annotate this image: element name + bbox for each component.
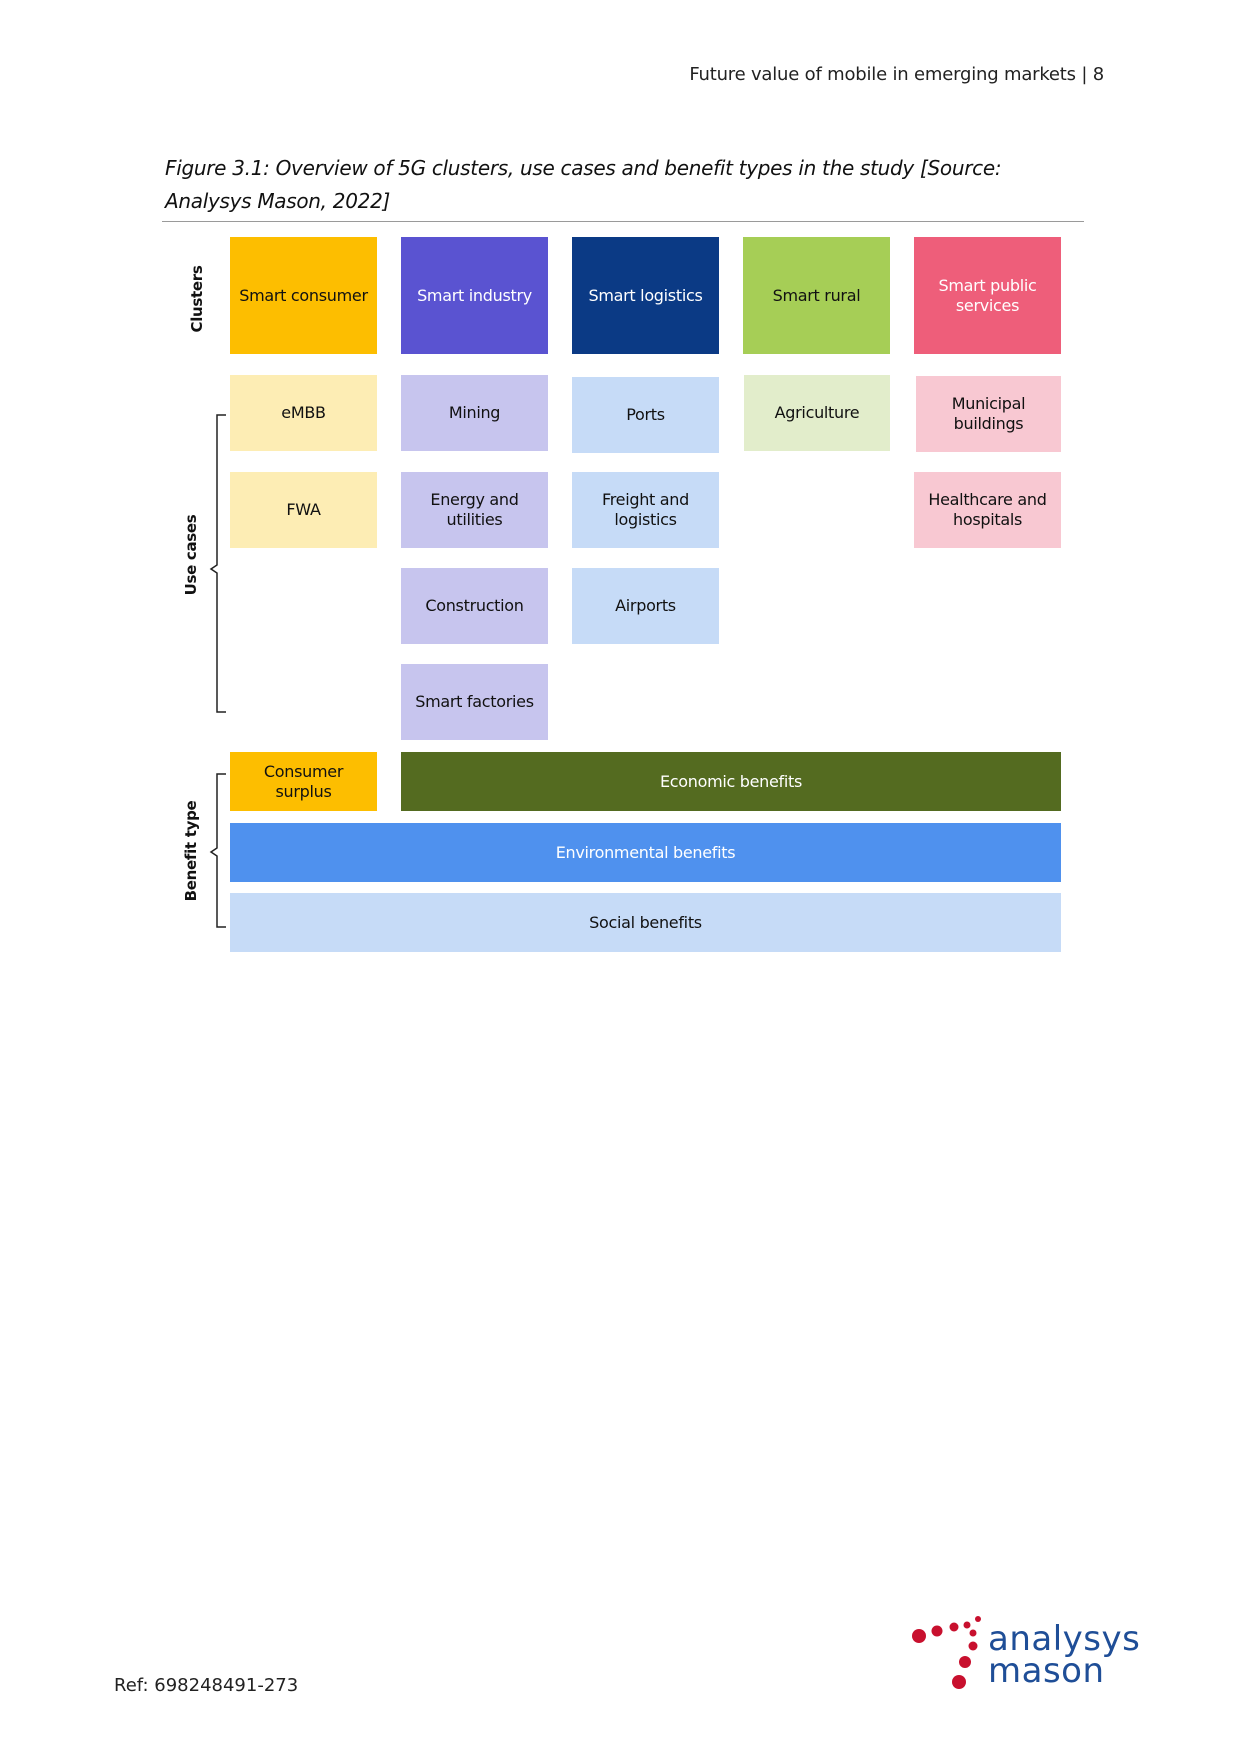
logo-text-mason: mason [988,1651,1105,1691]
row-label-clusters: Clusters [188,265,206,333]
caption-divider [162,221,1084,222]
cluster-smart-public-services: Smart public services [914,237,1061,354]
benefit-economic: Economic benefits [401,752,1061,811]
use-case-embb: eMBB [230,375,377,451]
use-case-smart-factories: Smart factories [401,664,548,740]
use-case-municipal-buildings: Municipal buildings [916,376,1061,452]
use-case-freight-and-logistics: Freight and logistics [572,472,719,548]
cluster-smart-industry: Smart industry [401,237,548,354]
use-case-ports: Ports [572,377,719,453]
benefit-environmental: Environmental benefits [230,823,1061,882]
cluster-smart-consumer: Smart consumer [230,237,377,354]
row-label-use-cases: Use cases [182,514,200,596]
use-cases-bracket [209,414,226,713]
logo-text-analysys: analysys [988,1619,1141,1659]
cluster-smart-logistics: Smart logistics [572,237,719,354]
use-case-healthcare-and-hospitals: Healthcare and hospitals [914,472,1061,548]
use-case-airports: Airports [572,568,719,644]
benefit-consumer-surplus: Consumer surplus [230,752,377,811]
benefit-type-bracket [209,773,226,928]
use-case-construction: Construction [401,568,548,644]
use-case-energy-and-utilities: Energy and utilities [401,472,548,548]
footer-reference: Ref: 698248491-273 [114,1675,299,1696]
use-case-fwa: FWA [230,472,377,548]
use-case-mining: Mining [401,375,548,451]
use-case-agriculture: Agriculture [744,375,890,451]
logo-dots-icon [912,1616,981,1689]
page-header: Future value of mobile in emerging marke… [689,64,1104,85]
benefit-social: Social benefits [230,893,1061,952]
cluster-smart-rural: Smart rural [743,237,890,354]
figure-caption: Figure 3.1: Overview of 5G clusters, use… [165,156,1002,213]
row-label-benefit-type: Benefit type [182,800,200,902]
analysys-mason-logo: analysys mason [910,1610,1140,1690]
